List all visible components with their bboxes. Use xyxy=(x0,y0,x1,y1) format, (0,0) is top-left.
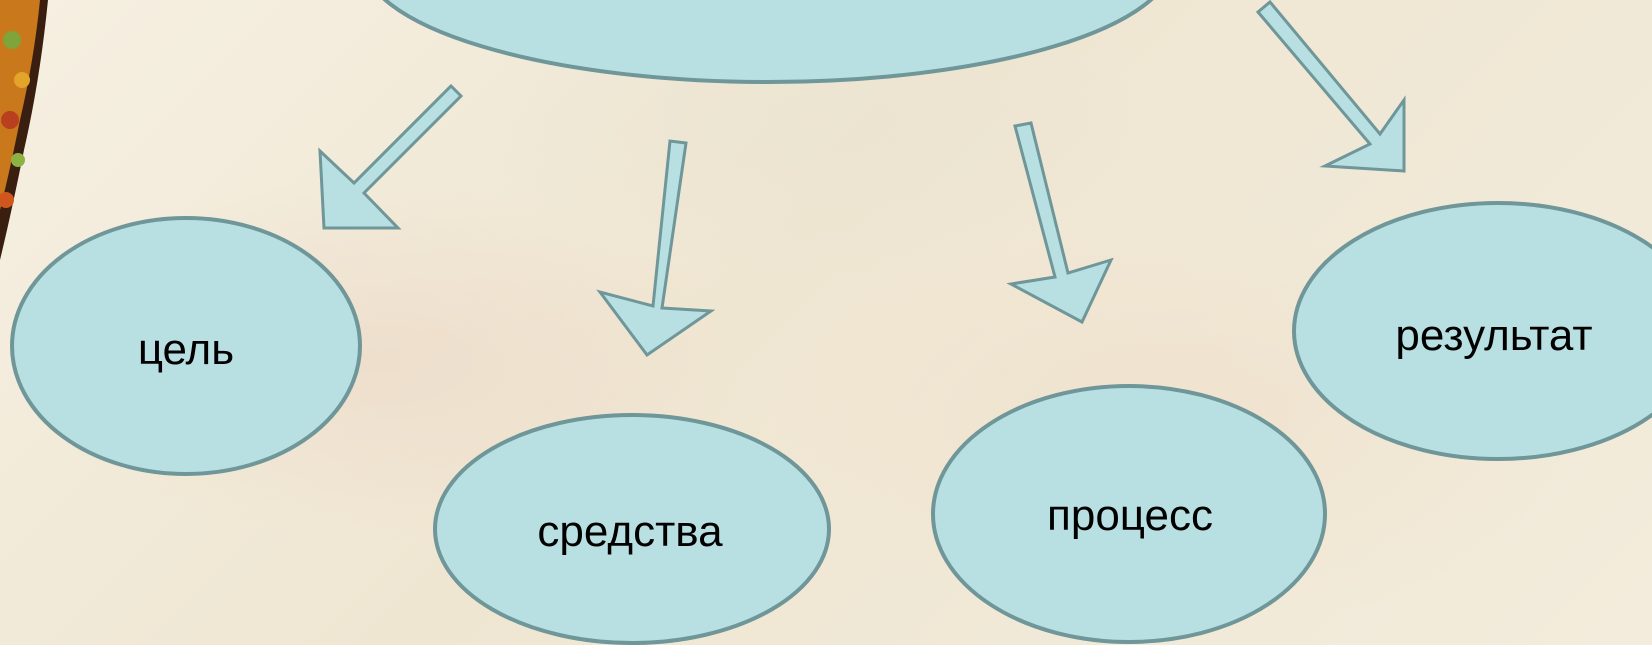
top-central-ellipse xyxy=(382,0,1154,84)
result-label: результат xyxy=(1395,311,1593,360)
means-label: средства xyxy=(537,507,723,556)
arrow-to-goal xyxy=(318,83,464,230)
arrow-to-means xyxy=(596,139,716,358)
arrow-to-result xyxy=(1255,0,1406,173)
result-ellipse xyxy=(1292,201,1652,461)
goal-ellipse xyxy=(10,216,362,476)
autumn-leaves-decoration xyxy=(0,0,48,260)
means-ellipse xyxy=(433,413,831,645)
process-ellipse xyxy=(931,384,1327,644)
arrow-to-process xyxy=(1006,121,1114,325)
goal-label: цель xyxy=(137,325,235,374)
process-label: процесс xyxy=(1047,491,1213,540)
